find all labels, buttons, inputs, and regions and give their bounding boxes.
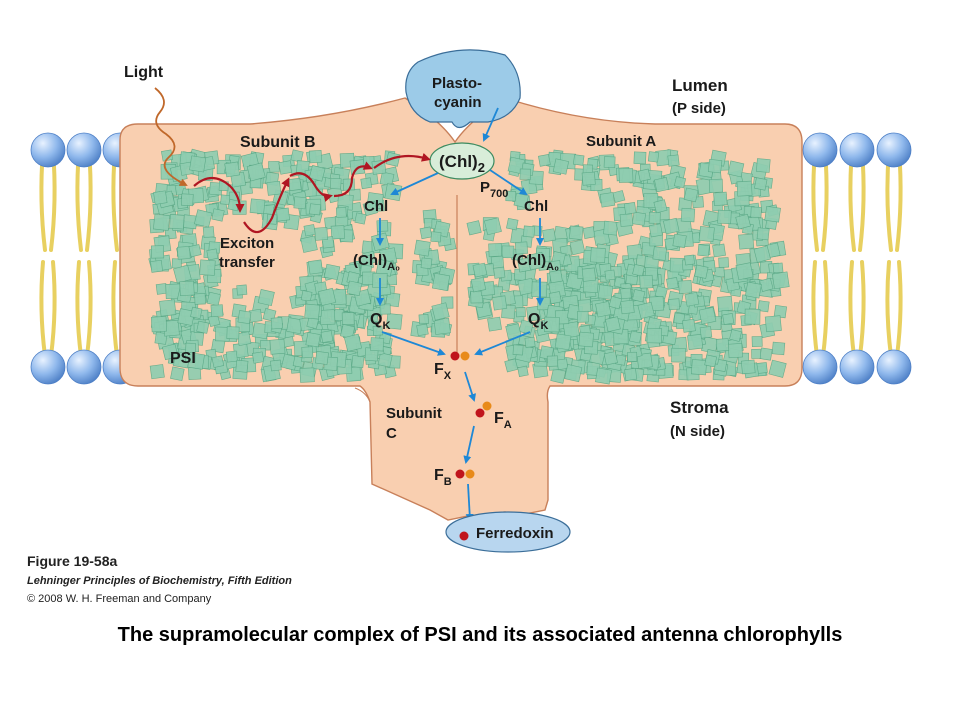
fb-label: FB — [434, 467, 452, 488]
qk-right-label: QK — [528, 311, 548, 332]
lumen-label: Lumen — [672, 76, 728, 95]
a0-left-label: (Chl)A₀ — [353, 252, 400, 273]
plastocyanin-label-1: Plasto- — [432, 75, 482, 92]
psi-label: PSI — [170, 350, 196, 367]
membrane-bilayer-right — [802, 132, 912, 385]
psi-diagram: Plasto- cyanin (Chl)2 Light Ferredoxin — [30, 49, 912, 553]
a0-right-label: (Chl)A₀ — [512, 252, 559, 273]
subunit-b-label: Subunit B — [240, 134, 316, 151]
chl-left-label: Chl — [364, 198, 388, 215]
stroma-label: Stroma — [670, 398, 729, 417]
iron-sulfur-clusters — [450, 351, 492, 479]
figure-source: Lehninger Principles of Biochemistry, Fi… — [27, 575, 292, 587]
electron-transfer-arrows — [376, 107, 544, 522]
exciton-label-1: Exciton — [220, 235, 274, 252]
subunit-c-divider — [354, 387, 371, 403]
qk-left-label: QK — [370, 311, 390, 332]
ferredoxin-label: Ferredoxin — [476, 525, 554, 542]
p-side-label: (P side) — [672, 100, 726, 117]
subunit-c-label-2: C — [386, 425, 397, 442]
figure-copyright: © 2008 W. H. Freeman and Company — [27, 593, 212, 605]
plastocyanin-label-2: cyanin — [434, 94, 482, 111]
exciton-label-2: transfer — [219, 254, 275, 271]
ferredoxin-shape — [445, 511, 571, 553]
figure-number: Figure 19-58a — [27, 553, 118, 569]
fa-label: FA — [494, 410, 512, 431]
antenna-chlorophylls — [148, 148, 790, 385]
p700-label: P700 — [480, 179, 508, 200]
fx-label: FX — [434, 361, 452, 382]
subunit-a-label: Subunit A — [586, 133, 656, 150]
light-label: Light — [124, 64, 164, 81]
chl2-label: (Chl)2 — [439, 152, 485, 175]
chl-right-label: Chl — [524, 198, 548, 215]
subunit-c-label-1: Subunit — [386, 405, 442, 422]
light-arrow — [154, 87, 188, 186]
plastocyanin-shape — [405, 49, 521, 129]
n-side-label: (N side) — [670, 423, 725, 440]
slide-caption: The supramolecular complex of PSI and it… — [117, 624, 843, 646]
ferredoxin-cluster — [459, 531, 469, 541]
exciton-transfer-arrows — [193, 152, 431, 234]
